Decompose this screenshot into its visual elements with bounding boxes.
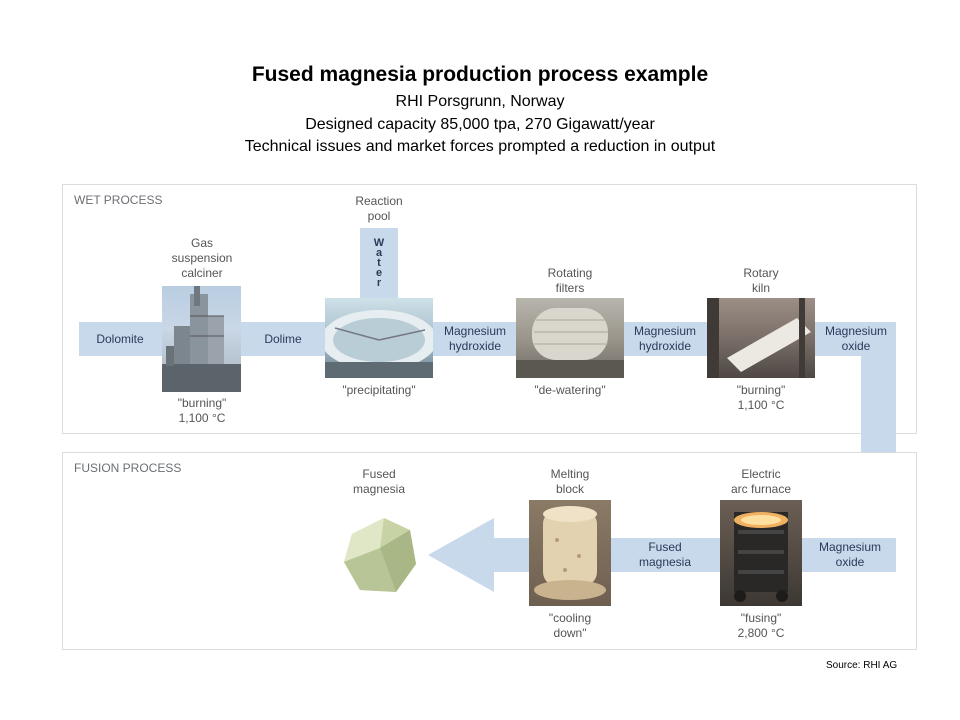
arc-furnace-photo xyxy=(720,500,802,606)
fused-magnesia-crystal xyxy=(344,518,416,592)
subtitle-capacity: Designed capacity 85,000 tpa, 270 Gigawa… xyxy=(305,116,655,133)
fused-magnesia-title: Fused magnesia xyxy=(352,467,406,496)
melting-block-title: Melting block xyxy=(550,467,590,496)
label-mg-oxide-fusion: Magnesium oxide xyxy=(818,540,882,569)
arc-furnace-title: Electric arc furnace xyxy=(730,467,792,496)
reaction-pool-title: Reaction pool xyxy=(355,194,403,223)
arc-furnace-caption: "fusing" 2,800 °C xyxy=(737,611,785,640)
calciner-photo xyxy=(162,286,241,392)
rotating-filters-photo xyxy=(516,298,624,378)
fusion-process-label: FUSION PROCESS xyxy=(74,461,182,475)
rotating-filters-title: Rotating filters xyxy=(547,266,593,295)
wet-process-label: WET PROCESS xyxy=(74,193,163,207)
reaction-pool-photo xyxy=(325,298,433,378)
rotary-kiln-photo xyxy=(707,298,815,378)
label-fused-magnesia-flow: Fused magnesia xyxy=(638,540,692,569)
label-dolime: Dolime xyxy=(264,331,302,346)
rotary-kiln-title: Rotary kiln xyxy=(743,266,779,295)
rotary-kiln-caption: "burning" 1,100 °C xyxy=(736,383,786,412)
source-note: Source: RHI AG xyxy=(826,660,898,671)
water-label: W a t e r xyxy=(373,237,385,289)
label-mg-hydroxide-1: Magnesium hydroxide xyxy=(443,324,507,353)
melting-block-photo xyxy=(529,500,611,606)
calciner-title: Gas suspension calciner xyxy=(171,236,233,280)
page-title: Fused magnesia production process exampl… xyxy=(251,63,709,86)
label-mg-hydroxide-2: Magnesium hydroxide xyxy=(633,324,697,353)
calciner-caption: "burning" 1,100 °C xyxy=(177,396,227,425)
reaction-pool-caption: "precipitating" xyxy=(342,383,416,397)
label-dolomite: Dolomite xyxy=(96,331,144,346)
label-mg-oxide-wet: Magnesium oxide xyxy=(824,324,888,353)
rotating-filters-caption: "de-watering" xyxy=(534,383,606,397)
subtitle-location: RHI Porsgrunn, Norway xyxy=(395,93,565,110)
subtitle-note: Technical issues and market forces promp… xyxy=(244,138,716,155)
melting-block-caption: "cooling down" xyxy=(548,611,592,640)
flow-arrow-head xyxy=(428,518,494,592)
